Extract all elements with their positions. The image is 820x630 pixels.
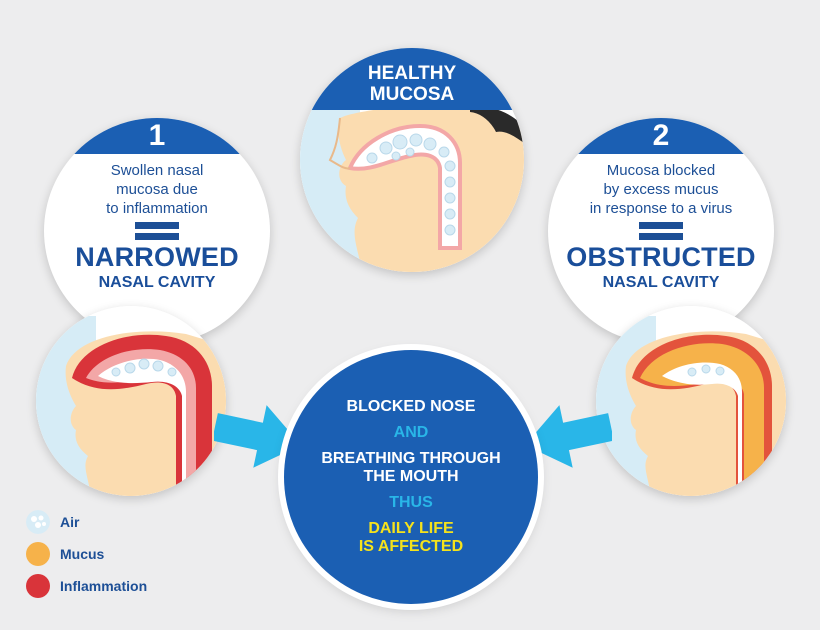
narrowed-desc-line3: to inflammation <box>106 200 208 217</box>
healthy-title-line1: HEALTHY <box>367 63 457 84</box>
air-bubbles-icon <box>26 510 50 534</box>
step-number-1: 1 <box>44 118 270 154</box>
narrowed-desc-line2: mucosa due <box>116 181 198 198</box>
healthy-title-band <box>300 48 524 110</box>
arrow-left-icon <box>524 405 612 468</box>
result-line-blocked-nose: BLOCKED NOSE <box>346 398 476 415</box>
narrowed-desc-line1: Swollen nasal <box>110 162 204 179</box>
result-line-breathing: BREATHING THROUGH <box>321 450 501 467</box>
obstructed-nose-illustration <box>596 306 786 496</box>
obstructed-desc-line3: in response to a virus <box>589 200 733 217</box>
step-number-2: 2 <box>548 118 774 154</box>
obstructed-result: OBSTRUCTED <box>566 242 756 272</box>
equals-sign-top <box>135 222 179 229</box>
result-line-daily-life: DAILY LIFE <box>368 520 454 537</box>
equals-sign-top <box>639 222 683 229</box>
healthy-mucosa-circle: HEALTHY MUCOSA <box>300 48 524 272</box>
obstructed-desc-line1: Mucosa blocked <box>606 162 716 179</box>
obstructed-result-sub: NASAL CAVITY <box>602 274 720 291</box>
mucus-dot-icon <box>26 542 50 566</box>
obstructed-desc-line2: by excess mucus <box>603 181 719 198</box>
result-line-affected: IS AFFECTED <box>358 538 464 555</box>
result-line-and: AND <box>393 424 429 441</box>
narrowed-result: NARROWED <box>75 242 239 272</box>
narrowed-nose-illustration <box>36 306 226 496</box>
equals-sign-bottom <box>135 233 179 240</box>
narrowed-nose-circle <box>36 306 226 496</box>
obstructed-nose-circle <box>596 306 786 496</box>
inflammation-dot-icon <box>26 574 50 598</box>
result-line-mouth: THE MOUTH <box>363 468 459 485</box>
result-circle: BLOCKED NOSE AND BREATHING THROUGH THE M… <box>284 350 538 604</box>
narrowed-result-sub: NASAL CAVITY <box>98 274 216 291</box>
result-line-thus: THUS <box>389 494 433 511</box>
arrow-right-icon <box>214 405 302 468</box>
legend-label-air: Air <box>60 514 80 530</box>
equals-sign-bottom <box>639 233 683 240</box>
legend-label-mucus: Mucus <box>60 546 105 562</box>
healthy-title-line2: MUCOSA <box>369 84 455 105</box>
legend-label-inflammation: Inflammation <box>60 578 148 594</box>
